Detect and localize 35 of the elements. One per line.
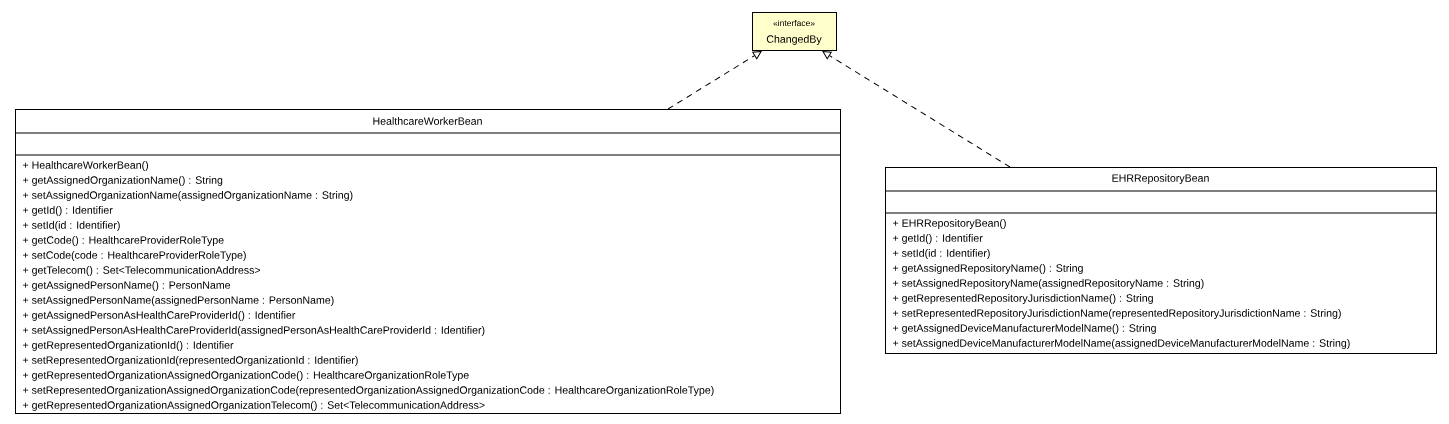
method-text: + setRepresentedOrganizationAssignedOrganizationCode(representedOrganizationAssignedOrganizationCode : HealthcareOrganizationRoleType) (23, 386, 714, 396)
method-text: + HealthcareWorkerBean() (23, 161, 148, 171)
method-text: + getId() : Identifier (893, 234, 983, 244)
interface-box (752, 12, 837, 51)
class-box (14, 109, 841, 414)
method-text: + setAssignedPersonName(assignedPersonName : PersonName) (23, 296, 334, 306)
method-text: + setId(id : Identifier) (23, 221, 120, 231)
realization-arrow (667, 51, 762, 110)
method-text: + getAssignedRepositoryName() : String (893, 264, 1083, 274)
method-text: + getRepresentedRepositoryJurisdictionName() : String (893, 294, 1153, 304)
method-text: + getRepresentedOrganizationId() : Identifier (23, 341, 234, 351)
method-text: + EHRRepositoryBean() (893, 219, 1006, 229)
method-text: + setAssignedPersonAsHealthCareProviderId(assignedPersonAsHealthCareProviderId : Identifier) (23, 326, 485, 336)
method-text: + getRepresentedOrganizationAssignedOrganizationTelecom() : Set<TelecommunicationAddress> (23, 401, 485, 411)
method-text: + getTelecom() : Set<TelecommunicationAddress> (23, 266, 261, 276)
method-text: + getAssignedDeviceManufacturerModelName() : String (893, 324, 1156, 334)
realization-arrow (822, 51, 1011, 168)
class-name: HealthcareWorkerBean (373, 117, 482, 125)
method-text: + setAssignedDeviceManufacturerModelName(assignedDeviceManufacturerModelName : String) (893, 339, 1350, 349)
method-text: + setAssignedRepositoryName(assignedRepositoryName : String) (893, 279, 1204, 289)
method-text: + setCode(code : HealthcareProviderRoleType) (23, 251, 246, 261)
method-text: + getAssignedPersonAsHealthCareProviderId() : Identifier (23, 311, 296, 321)
class-box (884, 167, 1437, 354)
class-name: EHRRepositoryBean (1112, 174, 1209, 184)
interface-name: ChangedBy (766, 35, 822, 45)
method-text: + getId() : Identifier (23, 206, 113, 216)
method-text: + setRepresentedOrganizationId(representedOrganizationId : Identifier) (23, 356, 358, 366)
method-text: + getAssignedOrganizationName() : String (23, 176, 223, 186)
method-text: + setId(id : Identifier) (893, 249, 990, 259)
stereotype-label: «interface» (773, 19, 815, 27)
method-text: + getAssignedPersonName() : PersonName (23, 281, 231, 291)
method-text: + getRepresentedOrganizationAssignedOrganizationCode() : HealthcareOrganizationRoleType (23, 371, 469, 381)
method-text: + setRepresentedRepositoryJurisdictionName(representedRepositoryJurisdictionName : String) (893, 309, 1341, 319)
method-text: + getCode() : HealthcareProviderRoleType (23, 236, 224, 246)
method-text: + setAssignedOrganizationName(assignedOrganizationName : String) (23, 191, 353, 201)
